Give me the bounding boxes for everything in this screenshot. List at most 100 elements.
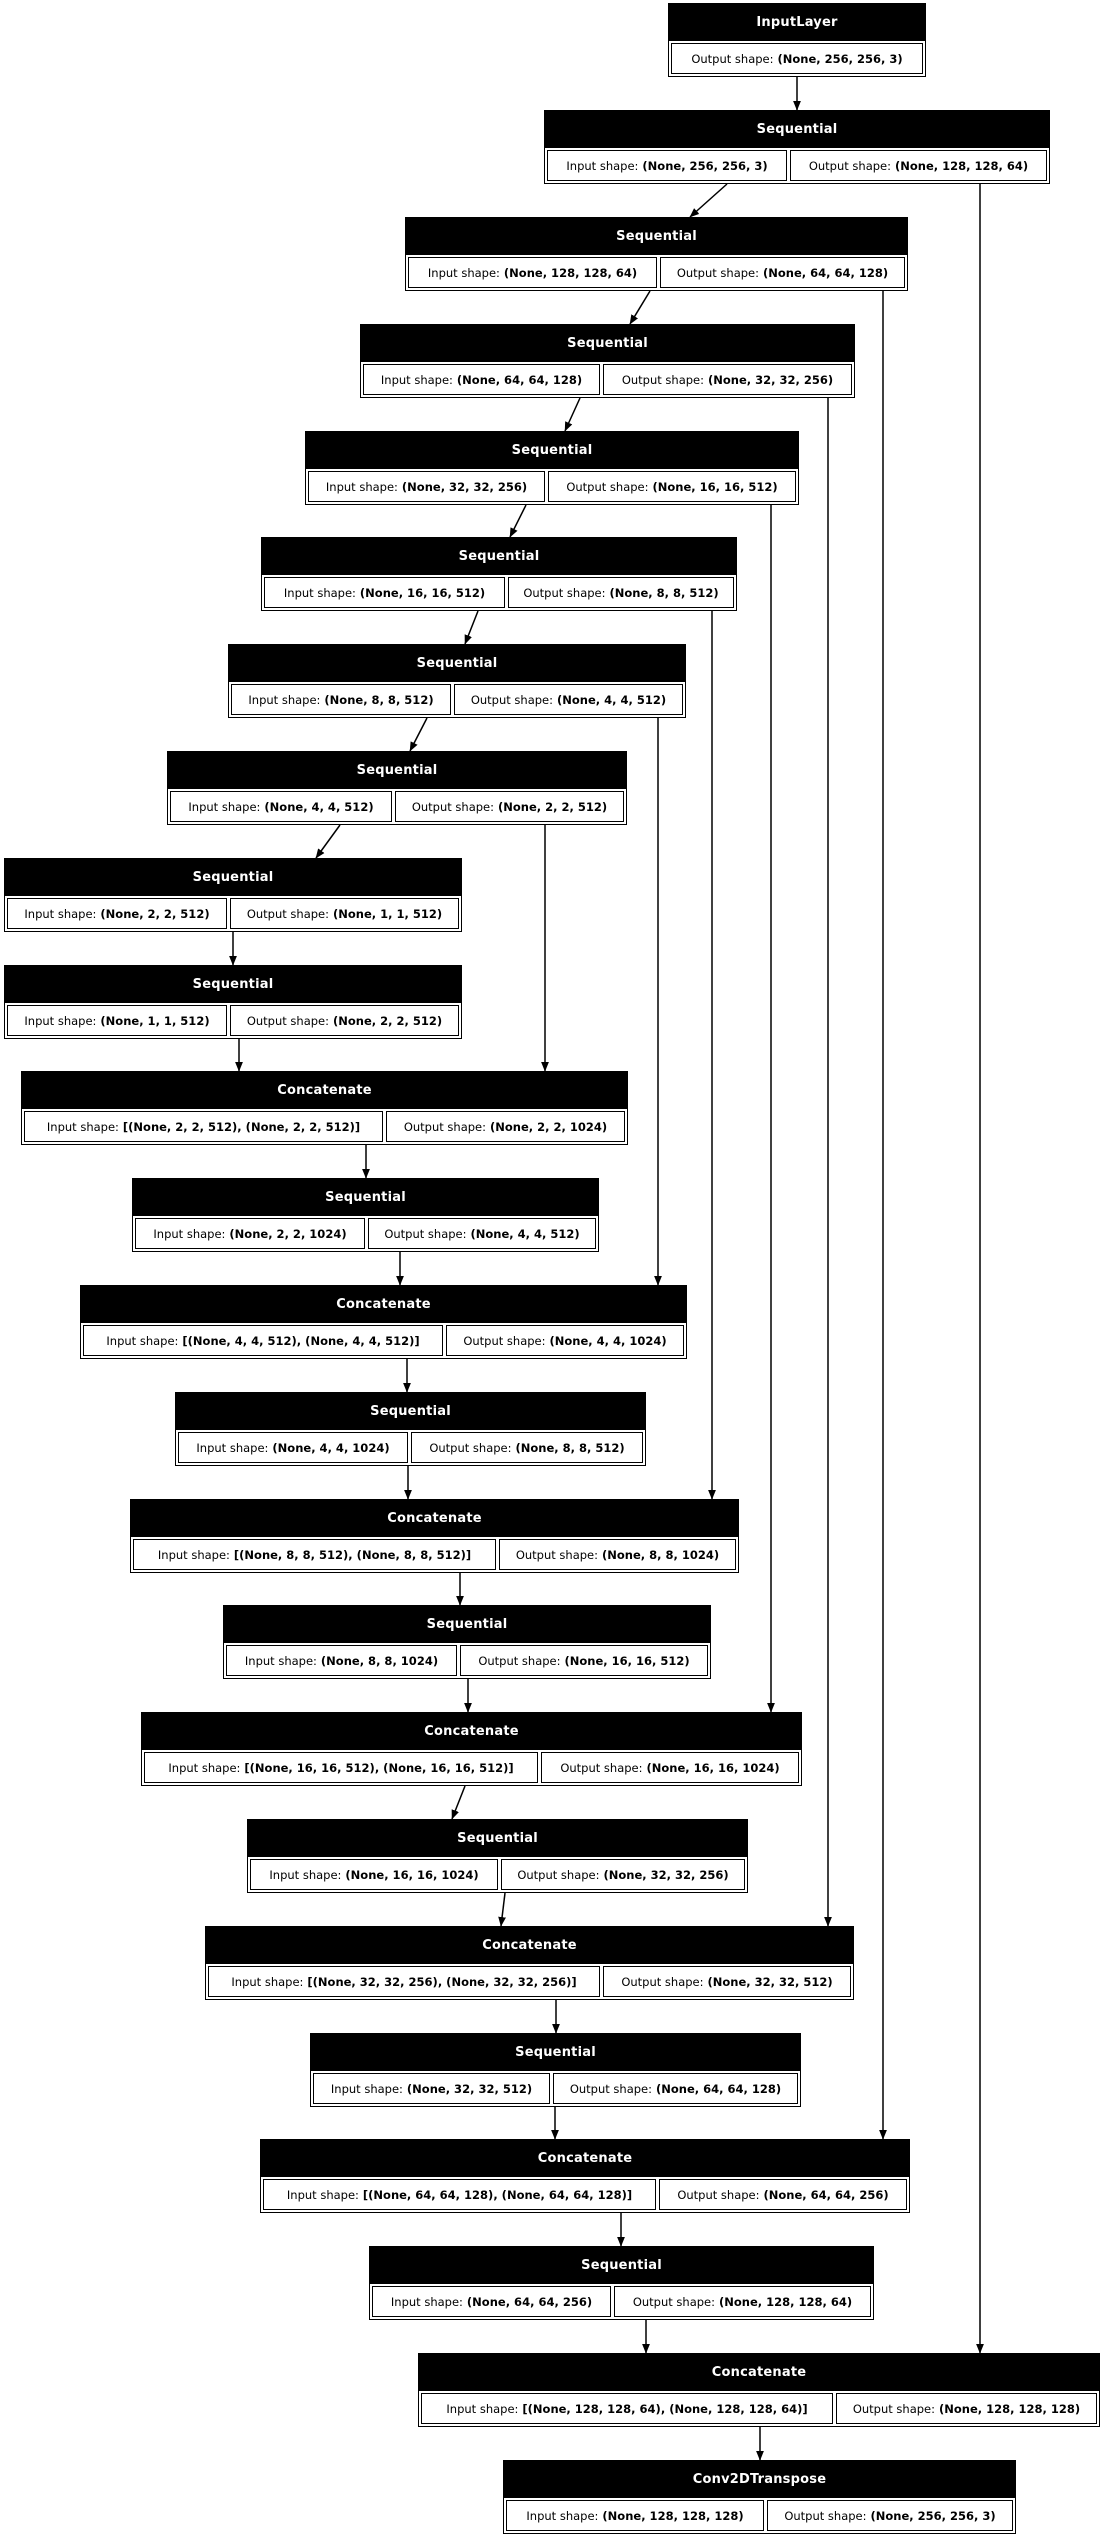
layer-shape-row: Input shape:[(None, 128, 128, 64), (None… xyxy=(419,2391,1099,2426)
layer-type-title: Sequential xyxy=(370,2247,873,2284)
layer-shape-row: Input shape:[(None, 2, 2, 512), (None, 2… xyxy=(22,1109,627,1144)
shape-value: [(None, 16, 16, 512), (None, 16, 16, 512… xyxy=(244,1760,514,1775)
shape-value: [(None, 32, 32, 256), (None, 32, 32, 256… xyxy=(307,1974,577,1989)
shape-value: (None, 1, 1, 512) xyxy=(100,1013,210,1028)
layer-type-title: Concatenate xyxy=(131,1500,738,1537)
shape-cell: Output shape:(None, 256, 256, 3) xyxy=(671,43,923,74)
shape-value: (None, 4, 4, 512) xyxy=(264,799,374,814)
shape-label: Output shape: xyxy=(515,1547,599,1562)
layer-node-concatenate-20: Concatenate Input shape:[(None, 64, 64, … xyxy=(260,2139,910,2213)
shape-label: Output shape: xyxy=(246,906,330,921)
shape-label: Input shape: xyxy=(196,1440,269,1455)
shape-cell: Output shape:(None, 16, 16, 512) xyxy=(460,1645,708,1676)
shape-value: (None, 64, 64, 128) xyxy=(763,265,889,280)
layer-node-sequential-15: Sequential Input shape:(None, 8, 8, 1024… xyxy=(223,1605,711,1679)
layer-type-title: Sequential xyxy=(229,645,685,682)
layer-shape-row: Input shape:(None, 8, 8, 512)Output shap… xyxy=(229,682,685,717)
shape-label: Output shape: xyxy=(478,1653,561,1668)
layer-node-concatenate-14: Concatenate Input shape:[(None, 8, 8, 51… xyxy=(130,1499,739,1573)
layer-shape-row: Input shape:(None, 128, 128, 64)Output s… xyxy=(406,255,907,290)
layer-shape-row: Input shape:(None, 16, 16, 512)Output sh… xyxy=(262,575,736,610)
shape-value: (None, 128, 128, 64) xyxy=(895,158,1029,173)
shape-label: Input shape: xyxy=(168,1760,241,1775)
shape-cell: Input shape:(None, 1, 1, 512) xyxy=(7,1005,227,1036)
shape-cell: Input shape:(None, 64, 64, 256) xyxy=(372,2286,611,2317)
chain-edge-arrow-7 xyxy=(315,824,341,859)
shape-value: [(None, 8, 8, 512), (None, 8, 8, 512)] xyxy=(233,1547,472,1562)
layer-type-title: Sequential xyxy=(176,1393,645,1430)
shape-value: (None, 8, 8, 512) xyxy=(609,585,719,600)
shape-label: Output shape: xyxy=(676,265,760,280)
shape-cell: Output shape:(None, 8, 8, 512) xyxy=(508,577,734,608)
layer-shape-row: Input shape:(None, 8, 8, 1024)Output sha… xyxy=(224,1643,710,1678)
shape-cell: Output shape:(None, 64, 64, 128) xyxy=(553,2073,798,2104)
shape-label: Input shape: xyxy=(325,479,398,494)
shape-cell: Input shape:(None, 8, 8, 1024) xyxy=(226,1645,457,1676)
shape-label: Input shape: xyxy=(283,585,356,600)
shape-cell: Input shape:[(None, 16, 16, 512), (None,… xyxy=(144,1752,538,1783)
chain-edge-arrow-2 xyxy=(629,290,651,325)
shape-value: (None, 128, 128, 128) xyxy=(939,2401,1081,2416)
shape-cell: Input shape:(None, 2, 2, 512) xyxy=(7,898,227,929)
shape-label: Input shape: xyxy=(286,2187,359,2202)
layer-node-concatenate-18: Concatenate Input shape:[(None, 32, 32, … xyxy=(205,1926,854,2000)
shape-label: Output shape: xyxy=(470,692,554,707)
layer-node-sequential-2: Sequential Input shape:(None, 128, 128, … xyxy=(405,217,908,291)
shape-label: Output shape: xyxy=(463,1333,546,1348)
edge-group xyxy=(229,77,984,2461)
shape-value: [(None, 128, 128, 64), (None, 128, 128, … xyxy=(522,2401,808,2416)
shape-cell: Output shape:(None, 32, 32, 256) xyxy=(501,1859,745,1890)
layer-type-title: Sequential xyxy=(311,2034,800,2071)
chain-edge-arrow-16 xyxy=(451,1785,466,1820)
shape-cell: Output shape:(None, 8, 8, 1024) xyxy=(499,1539,736,1570)
shape-label: Output shape: xyxy=(403,1119,487,1134)
layer-node-concatenate-16: Concatenate Input shape:[(None, 16, 16, … xyxy=(141,1712,802,1786)
shape-label: Input shape: xyxy=(106,1333,179,1348)
shape-cell: Input shape:(None, 32, 32, 512) xyxy=(313,2073,550,2104)
shape-cell: Output shape:(None, 1, 1, 512) xyxy=(230,898,459,929)
layer-node-sequential-11: Sequential Input shape:(None, 2, 2, 1024… xyxy=(132,1178,599,1252)
shape-value: (None, 64, 64, 256) xyxy=(763,2187,889,2202)
layer-type-title: Sequential xyxy=(545,111,1049,148)
shape-label: Output shape: xyxy=(566,479,649,494)
layer-shape-row: Input shape:(None, 64, 64, 128)Output sh… xyxy=(361,362,854,397)
layer-shape-row: Input shape:(None, 32, 32, 512)Output sh… xyxy=(311,2071,800,2106)
shape-cell: Input shape:(None, 128, 128, 128) xyxy=(506,2500,764,2531)
layer-type-title: Concatenate xyxy=(206,1927,853,1964)
shape-cell: Input shape:(None, 4, 4, 1024) xyxy=(178,1432,408,1463)
layer-node-sequential-5: Sequential Input shape:(None, 16, 16, 51… xyxy=(261,537,737,611)
layer-type-title: Sequential xyxy=(406,218,907,255)
chain-edge-arrow-6 xyxy=(409,717,428,752)
shape-cell: Output shape:(None, 128, 128, 64) xyxy=(614,2286,871,2317)
shape-value: (None, 128, 128, 64) xyxy=(719,2294,853,2309)
shape-value: (None, 32, 32, 256) xyxy=(603,1867,729,1882)
shape-label: Output shape: xyxy=(808,158,892,173)
shape-cell: Output shape:(None, 128, 128, 128) xyxy=(836,2393,1097,2424)
shape-label: Output shape: xyxy=(852,2401,936,2416)
shape-value: (None, 16, 16, 1024) xyxy=(646,1760,780,1775)
layer-node-concatenate-22: Concatenate Input shape:[(None, 128, 128… xyxy=(418,2353,1100,2427)
shape-label: Input shape: xyxy=(244,1653,317,1668)
shape-cell: Output shape:(None, 128, 128, 64) xyxy=(790,150,1047,181)
layer-node-sequential-7: Sequential Input shape:(None, 4, 4, 512)… xyxy=(167,751,627,825)
shape-label: Output shape: xyxy=(560,1760,643,1775)
layer-type-title: Concatenate xyxy=(22,1072,627,1109)
chain-edge-arrow-5 xyxy=(464,610,479,645)
shape-cell: Input shape:[(None, 64, 64, 128), (None,… xyxy=(263,2179,656,2210)
layer-type-title: Sequential xyxy=(361,325,854,362)
shape-label: Input shape: xyxy=(24,1013,97,1028)
layer-shape-row: Input shape:(None, 64, 64, 256)Output sh… xyxy=(370,2284,873,2319)
shape-cell: Input shape:(None, 32, 32, 256) xyxy=(308,471,545,502)
layer-type-title: Concatenate xyxy=(142,1713,801,1750)
shape-value: [(None, 64, 64, 128), (None, 64, 64, 128… xyxy=(362,2187,633,2202)
shape-label: Input shape: xyxy=(390,2294,463,2309)
shape-value: (None, 32, 32, 256) xyxy=(708,372,834,387)
layer-shape-row: Input shape:(None, 128, 128, 128)Output … xyxy=(504,2498,1015,2533)
shape-value: (None, 8, 8, 1024) xyxy=(602,1547,720,1562)
layer-shape-row: Input shape:(None, 4, 4, 1024)Output sha… xyxy=(176,1430,645,1465)
layer-shape-row: Input shape:(None, 2, 2, 512)Output shap… xyxy=(5,896,461,931)
shape-label: Output shape: xyxy=(384,1226,467,1241)
shape-cell: Output shape:(None, 32, 32, 512) xyxy=(603,1966,851,1997)
shape-cell: Output shape:(None, 2, 2, 1024) xyxy=(386,1111,625,1142)
